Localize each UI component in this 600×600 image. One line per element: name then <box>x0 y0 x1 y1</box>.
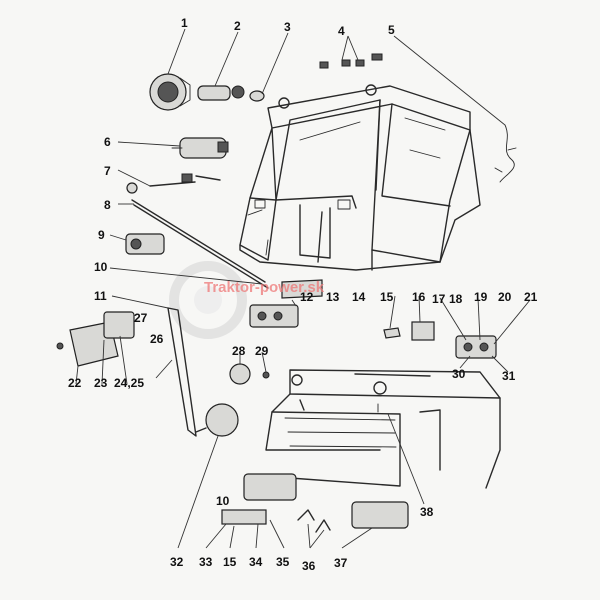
callout-9: 9 <box>98 228 105 242</box>
callout-15-lower: 15 <box>223 555 237 569</box>
leader-lines <box>75 28 531 549</box>
cab-frame-lower <box>265 369 501 489</box>
rear-light-part <box>455 335 497 359</box>
callout-38: 38 <box>420 505 434 519</box>
rear-wiper-motor-part <box>195 403 239 437</box>
watermark-gear-icon <box>169 261 247 339</box>
callout-37: 37 <box>334 556 348 570</box>
cab-frame-upper <box>239 84 481 271</box>
callout-21: 21 <box>524 290 538 304</box>
side-lamp-part <box>56 311 135 367</box>
callout-numbers: 1 2 3 4 5 6 7 8 9 10 11 12 13 14 15 16 1… <box>68 16 538 573</box>
callout-2: 2 <box>234 19 241 33</box>
callout-33: 33 <box>199 555 213 569</box>
work-lamp-part <box>125 233 165 255</box>
watermark-text: Traktor-power.sk <box>204 279 325 296</box>
callout-16: 16 <box>412 290 426 304</box>
callout-28: 28 <box>232 344 246 358</box>
callout-10-lower: 10 <box>216 494 230 508</box>
switches-part <box>319 53 383 69</box>
callout-29: 29 <box>255 344 269 358</box>
callout-30: 30 <box>452 367 466 381</box>
callout-1: 1 <box>181 16 188 30</box>
roof-lamp-part <box>249 279 323 328</box>
wiper-arm-part <box>131 199 269 289</box>
tail-lamp-part <box>351 501 409 529</box>
callout-24-25: 24,25 <box>114 376 144 390</box>
callout-36: 36 <box>302 559 316 573</box>
bulb-holder-part <box>197 85 265 102</box>
callout-15: 15 <box>380 290 394 304</box>
horn-part <box>229 363 270 385</box>
callout-31: 31 <box>502 369 516 383</box>
callout-8: 8 <box>104 198 111 212</box>
wiring-harness-part <box>494 124 517 183</box>
callout-19: 19 <box>474 290 488 304</box>
callout-17: 17 <box>432 292 446 306</box>
callout-14: 14 <box>352 290 366 304</box>
callout-18: 18 <box>449 292 463 306</box>
wiper-linkage-part <box>126 173 221 194</box>
callout-22: 22 <box>68 376 82 390</box>
callout-23: 23 <box>94 376 108 390</box>
callout-4: 4 <box>338 24 345 38</box>
callout-12: 12 <box>300 290 314 304</box>
callout-35: 35 <box>276 555 290 569</box>
callout-27: 27 <box>134 311 148 325</box>
number-plate-lamp-part <box>221 473 297 525</box>
wiper-blade-part <box>167 307 197 437</box>
headlight-part <box>149 73 191 111</box>
wiper-motor-part <box>171 137 229 159</box>
callout-11: 11 <box>94 289 107 303</box>
callout-26: 26 <box>150 332 164 346</box>
callout-34: 34 <box>249 555 263 569</box>
callout-5: 5 <box>388 23 395 37</box>
callout-6: 6 <box>104 135 111 149</box>
callout-10: 10 <box>94 260 108 274</box>
callout-7: 7 <box>104 164 111 178</box>
callout-3: 3 <box>284 20 291 34</box>
bracket-part <box>297 509 331 533</box>
callout-13: 13 <box>326 290 340 304</box>
small-lamp-part <box>383 321 435 341</box>
callout-32: 32 <box>170 555 184 569</box>
callout-20: 20 <box>498 290 512 304</box>
